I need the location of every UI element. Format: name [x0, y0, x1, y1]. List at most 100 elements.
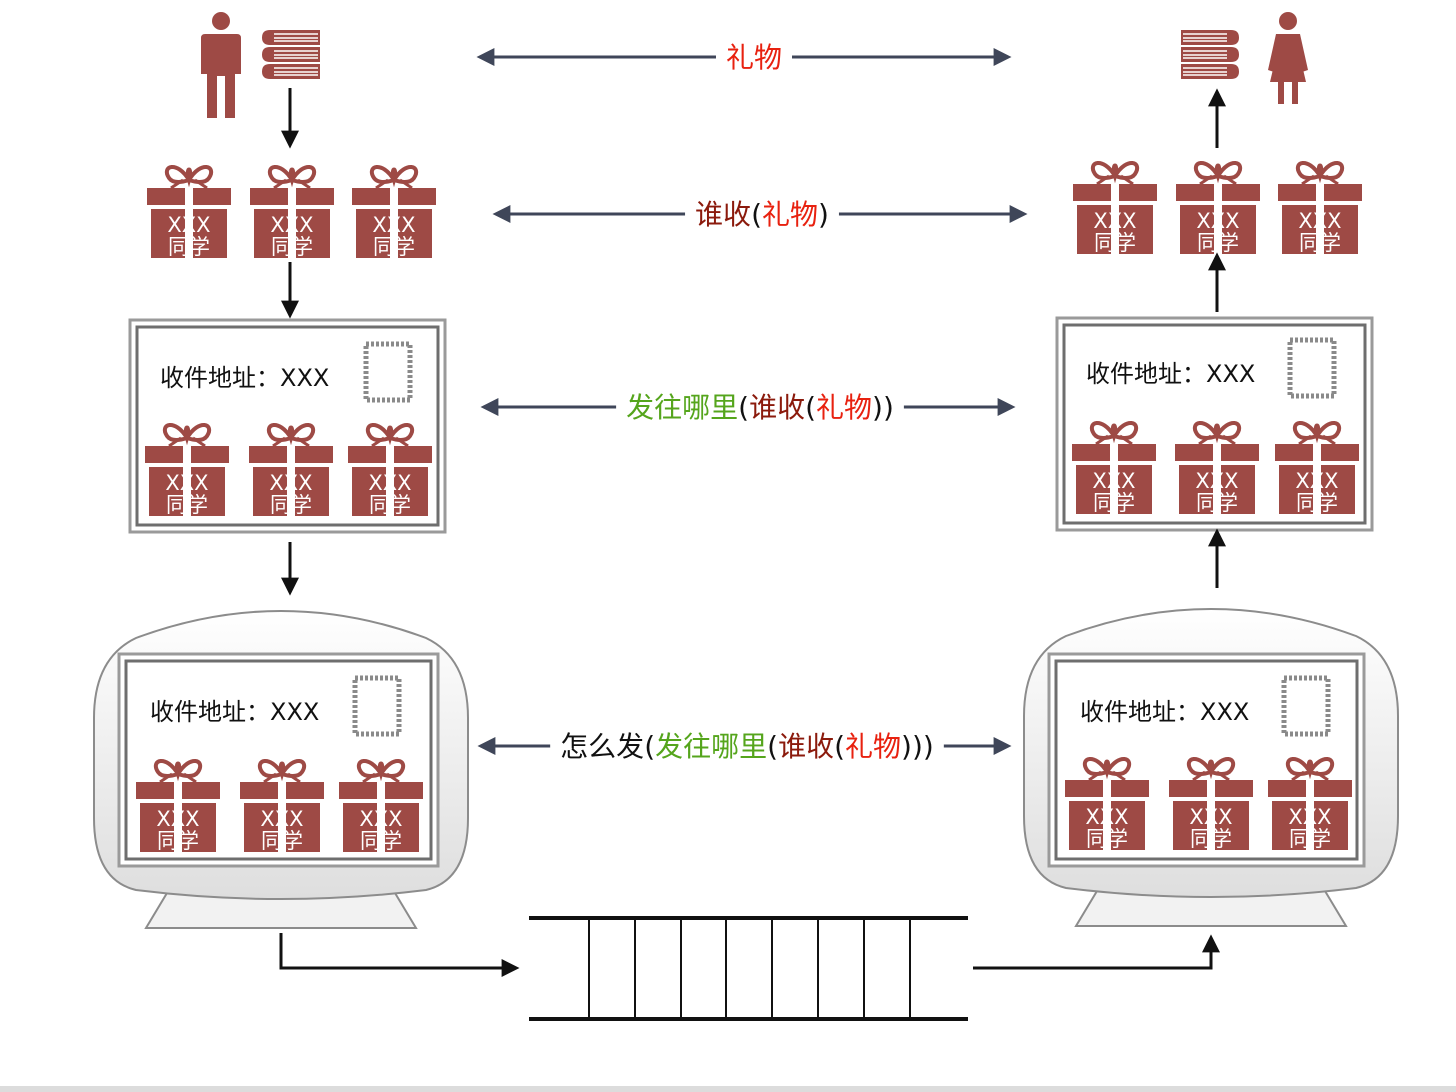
layer-label-segment: 礼物: [762, 198, 818, 231]
gift-recipient-title: 同学: [1289, 827, 1331, 851]
gift-recipient-name: XXX: [165, 471, 208, 495]
gift-recipient-name: XXX: [372, 213, 415, 237]
layer-address: 发往哪里(谁收(礼物)): [480, 391, 1016, 424]
gift-recipient-name: XXX: [260, 807, 303, 831]
gift-recipient-name: XXX: [1093, 209, 1136, 233]
gift-recipient-name: XXX: [1092, 469, 1135, 493]
gift-recipient-name: XXX: [167, 213, 210, 237]
gift-recipient-name: XXX: [1295, 469, 1338, 493]
gift-recipient-name: XXX: [1189, 805, 1232, 829]
books-icon: [1181, 30, 1239, 79]
postage-stamp-icon: [348, 334, 428, 410]
layer-label: 发往哪里(谁收(礼物)): [626, 391, 894, 424]
network-queue-icon: [529, 916, 968, 1021]
gift-recipient-name: XXX: [270, 213, 313, 237]
gift-recipient-title: 同学: [157, 829, 199, 853]
envelope-address: 收件地址：XXX: [1086, 360, 1255, 388]
gift-recipient-title: 同学: [1094, 231, 1136, 255]
gift-recipient-title: 同学: [261, 829, 303, 853]
gift-recipient-name: XXX: [1298, 209, 1341, 233]
gift-recipient-title: 同学: [1093, 491, 1135, 515]
envelope-address: 收件地址：XXX: [160, 364, 329, 392]
gift-recipient-title: 同学: [1196, 491, 1238, 515]
layer-label: 谁收(礼物): [695, 198, 829, 231]
gift-recipient-name: XXX: [156, 807, 199, 831]
layer-label-segment: 发往哪里: [655, 730, 767, 763]
postage-stamp-icon: [1266, 668, 1346, 744]
gift-recipient-name: XXX: [269, 471, 312, 495]
gift-recipient-title: 同学: [1190, 827, 1232, 851]
gift-recipient-title: 同学: [1296, 491, 1338, 515]
layer-gift: 礼物: [476, 41, 1012, 74]
layer-label-segment: (: [751, 198, 762, 231]
postage-stamp-icon: [337, 668, 417, 744]
envelope-address: 收件地址：XXX: [1080, 698, 1249, 726]
gift-recipient-title: 同学: [1299, 231, 1341, 255]
flow-arrow: [973, 934, 1220, 970]
gift-recipient-title: 同学: [271, 235, 313, 259]
gift-recipient-title: 同学: [1197, 231, 1239, 255]
layer-label-segment: (: [738, 391, 749, 424]
gift-recipient-name: XXX: [1085, 805, 1128, 829]
layer-label-segment: ))): [901, 730, 934, 763]
gift-recipient-title: 同学: [369, 493, 411, 517]
layer-transport: 怎么发(发往哪里(谁收(礼物))): [477, 730, 1012, 763]
layer-label-segment: (: [805, 391, 816, 424]
layer-label: 怎么发(发往哪里(谁收(礼物))): [560, 730, 934, 763]
gift-recipient-title: 同学: [1086, 827, 1128, 851]
gift-recipient-title: 同学: [166, 493, 208, 517]
gift-recipient-title: 同学: [168, 235, 210, 259]
page-bottom-bar: [0, 1086, 1456, 1092]
layer-label-segment: 礼物: [816, 391, 872, 424]
gift-recipient-title: 同学: [373, 235, 415, 259]
books-icon: [262, 30, 320, 79]
layer-label-segment: 谁收: [749, 391, 805, 424]
flow-arrow: [279, 933, 520, 977]
layer-label-segment: (: [644, 730, 655, 763]
postage-stamp-icon: [1272, 330, 1352, 406]
layer-label-segment: 谁收: [695, 198, 751, 231]
layer-label-segment: (: [767, 730, 778, 763]
layer-recipient: 谁收(礼物): [492, 198, 1028, 231]
layer-label-segment: 发往哪里: [626, 391, 738, 424]
gift-recipient-name: XXX: [1195, 469, 1238, 493]
layer-label-segment: (: [834, 730, 845, 763]
layer-label-segment: 礼物: [726, 41, 782, 74]
gift-recipient-name: XXX: [1196, 209, 1239, 233]
woman-icon: [1268, 12, 1308, 104]
layer-label-segment: 谁收: [778, 730, 834, 763]
layer-label-segment: )): [872, 391, 894, 424]
gift-recipient-name: XXX: [359, 807, 402, 831]
layer-label-segment: ): [818, 198, 829, 231]
envelope-address: 收件地址：XXX: [150, 698, 319, 726]
layer-label: 礼物: [726, 41, 782, 74]
gift-recipient-title: 同学: [270, 493, 312, 517]
gift-recipient-title: 同学: [360, 829, 402, 853]
gift-recipient-name: XXX: [1288, 805, 1331, 829]
man-icon: [201, 12, 241, 118]
gift-recipient-name: XXX: [368, 471, 411, 495]
